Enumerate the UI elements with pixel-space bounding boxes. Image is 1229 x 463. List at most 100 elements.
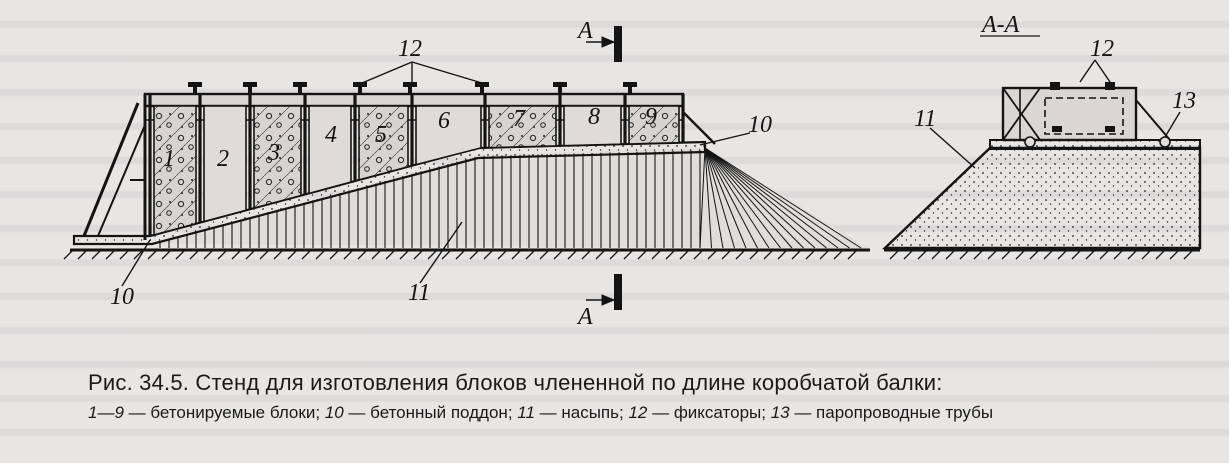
ground-hatch [497, 250, 507, 260]
ground-hatch [385, 250, 395, 260]
ground-hatch [763, 250, 773, 260]
figure-caption: Рис. 34.5. Стенд для изготовления блоков… [88, 370, 1218, 424]
ground-hatch [539, 250, 549, 260]
legend-text-1: — бетонируемые блоки; [123, 403, 325, 422]
block-label-6: 6 [438, 108, 450, 134]
fixator-stem [298, 86, 302, 94]
block-2 [203, 105, 247, 223]
ground-hatch [483, 250, 493, 260]
slope-hatch [704, 147, 712, 249]
block-label-3: 3 [267, 140, 280, 166]
ground-hatch [161, 250, 171, 260]
slope-hatch [704, 147, 804, 249]
ground-hatch [931, 250, 941, 260]
ground-hatch [973, 250, 983, 260]
fixator [403, 82, 417, 87]
block-label-7: 7 [513, 106, 526, 132]
ground-hatch [1183, 250, 1193, 260]
section-a-a [882, 35, 1202, 250]
ground-hatch [105, 250, 115, 260]
slope-hatch [704, 147, 770, 249]
ground-hatch [301, 250, 311, 260]
ground-hatch [273, 250, 283, 260]
ground-hatch [609, 250, 619, 260]
fixator-stem [248, 86, 252, 94]
ground-hatch [1155, 250, 1165, 260]
ground-hatch [147, 250, 157, 260]
block-label-2: 2 [217, 146, 229, 172]
label-10-top: 10 [748, 112, 772, 138]
section-mark-bottom: А [576, 304, 593, 330]
ground-hatch [679, 250, 689, 260]
stand-drawing: А А А-А 12 12 13 11 10 10 11 1 2 3 4 5 6… [63, 12, 1202, 330]
ground-hatch [119, 250, 129, 260]
ground-hatch [637, 250, 647, 260]
block-1 [153, 105, 197, 236]
slope-hatch [704, 147, 862, 249]
block-9 [628, 105, 680, 145]
fixator [293, 82, 307, 87]
fixator-stem [558, 86, 562, 94]
ground-hatch [553, 250, 563, 260]
ground-hatch [917, 250, 927, 260]
legend-key-3: 11 [517, 403, 535, 422]
section-marker [586, 26, 622, 310]
ground-line [63, 248, 1200, 260]
legend-text-3: — насыпь; [534, 403, 629, 422]
ground-hatch [1099, 250, 1109, 260]
ground-hatch [217, 250, 227, 260]
ground-hatch [903, 250, 913, 260]
block-label-9: 9 [645, 104, 657, 130]
ground-hatch [567, 250, 577, 260]
label-12-section: 12 [1090, 36, 1114, 62]
ground-hatch [427, 250, 437, 260]
ground-hatch [343, 250, 353, 260]
ground-hatch [791, 250, 801, 260]
ground-hatch [945, 250, 955, 260]
slope-hatch [704, 147, 839, 249]
ground-hatch [357, 250, 367, 260]
block-label-1: 1 [163, 146, 175, 172]
block-8 [563, 105, 622, 147]
ground-hatch [1015, 250, 1025, 260]
slope-hatch [704, 147, 758, 249]
label-11-section: 11 [914, 106, 936, 132]
legend-text-4: — фиксаторы; [647, 403, 771, 422]
ground-hatch [287, 250, 297, 260]
ground-hatch [1169, 250, 1179, 260]
label-10-bottom: 10 [110, 284, 134, 310]
ground-hatch [231, 250, 241, 260]
slope-hatch [704, 147, 827, 249]
slope-hatch [704, 147, 781, 249]
ground-hatch [581, 250, 591, 260]
ground-hatch [63, 250, 73, 260]
ground-hatch [455, 250, 465, 260]
ground-hatch [399, 250, 409, 260]
ground-hatch [1141, 250, 1151, 260]
ground-hatch [889, 250, 899, 260]
embankment-main [150, 147, 868, 249]
ground-hatch [175, 250, 185, 260]
ground-hatch [91, 250, 101, 260]
slope-hatch [704, 147, 816, 249]
ground-hatch [245, 250, 255, 260]
slope-hatch [704, 147, 735, 249]
ground-hatch [1085, 250, 1095, 260]
slope-hatch [699, 147, 706, 249]
ground-hatch [189, 250, 199, 260]
ground-hatch [651, 250, 661, 260]
leader-lines-12 [121, 61, 751, 287]
block-3 [253, 105, 302, 210]
ground-hatch [259, 250, 269, 260]
block-label-5: 5 [375, 122, 387, 148]
ground-hatch [959, 250, 969, 260]
ground-hatch [805, 250, 815, 260]
fixator-stem [358, 86, 362, 94]
block-5 [358, 105, 409, 181]
label-13: 13 [1172, 88, 1196, 114]
fixator [188, 82, 202, 87]
ground-hatch [819, 250, 829, 260]
ground-hatch [469, 250, 479, 260]
ground-hatch [987, 250, 997, 260]
